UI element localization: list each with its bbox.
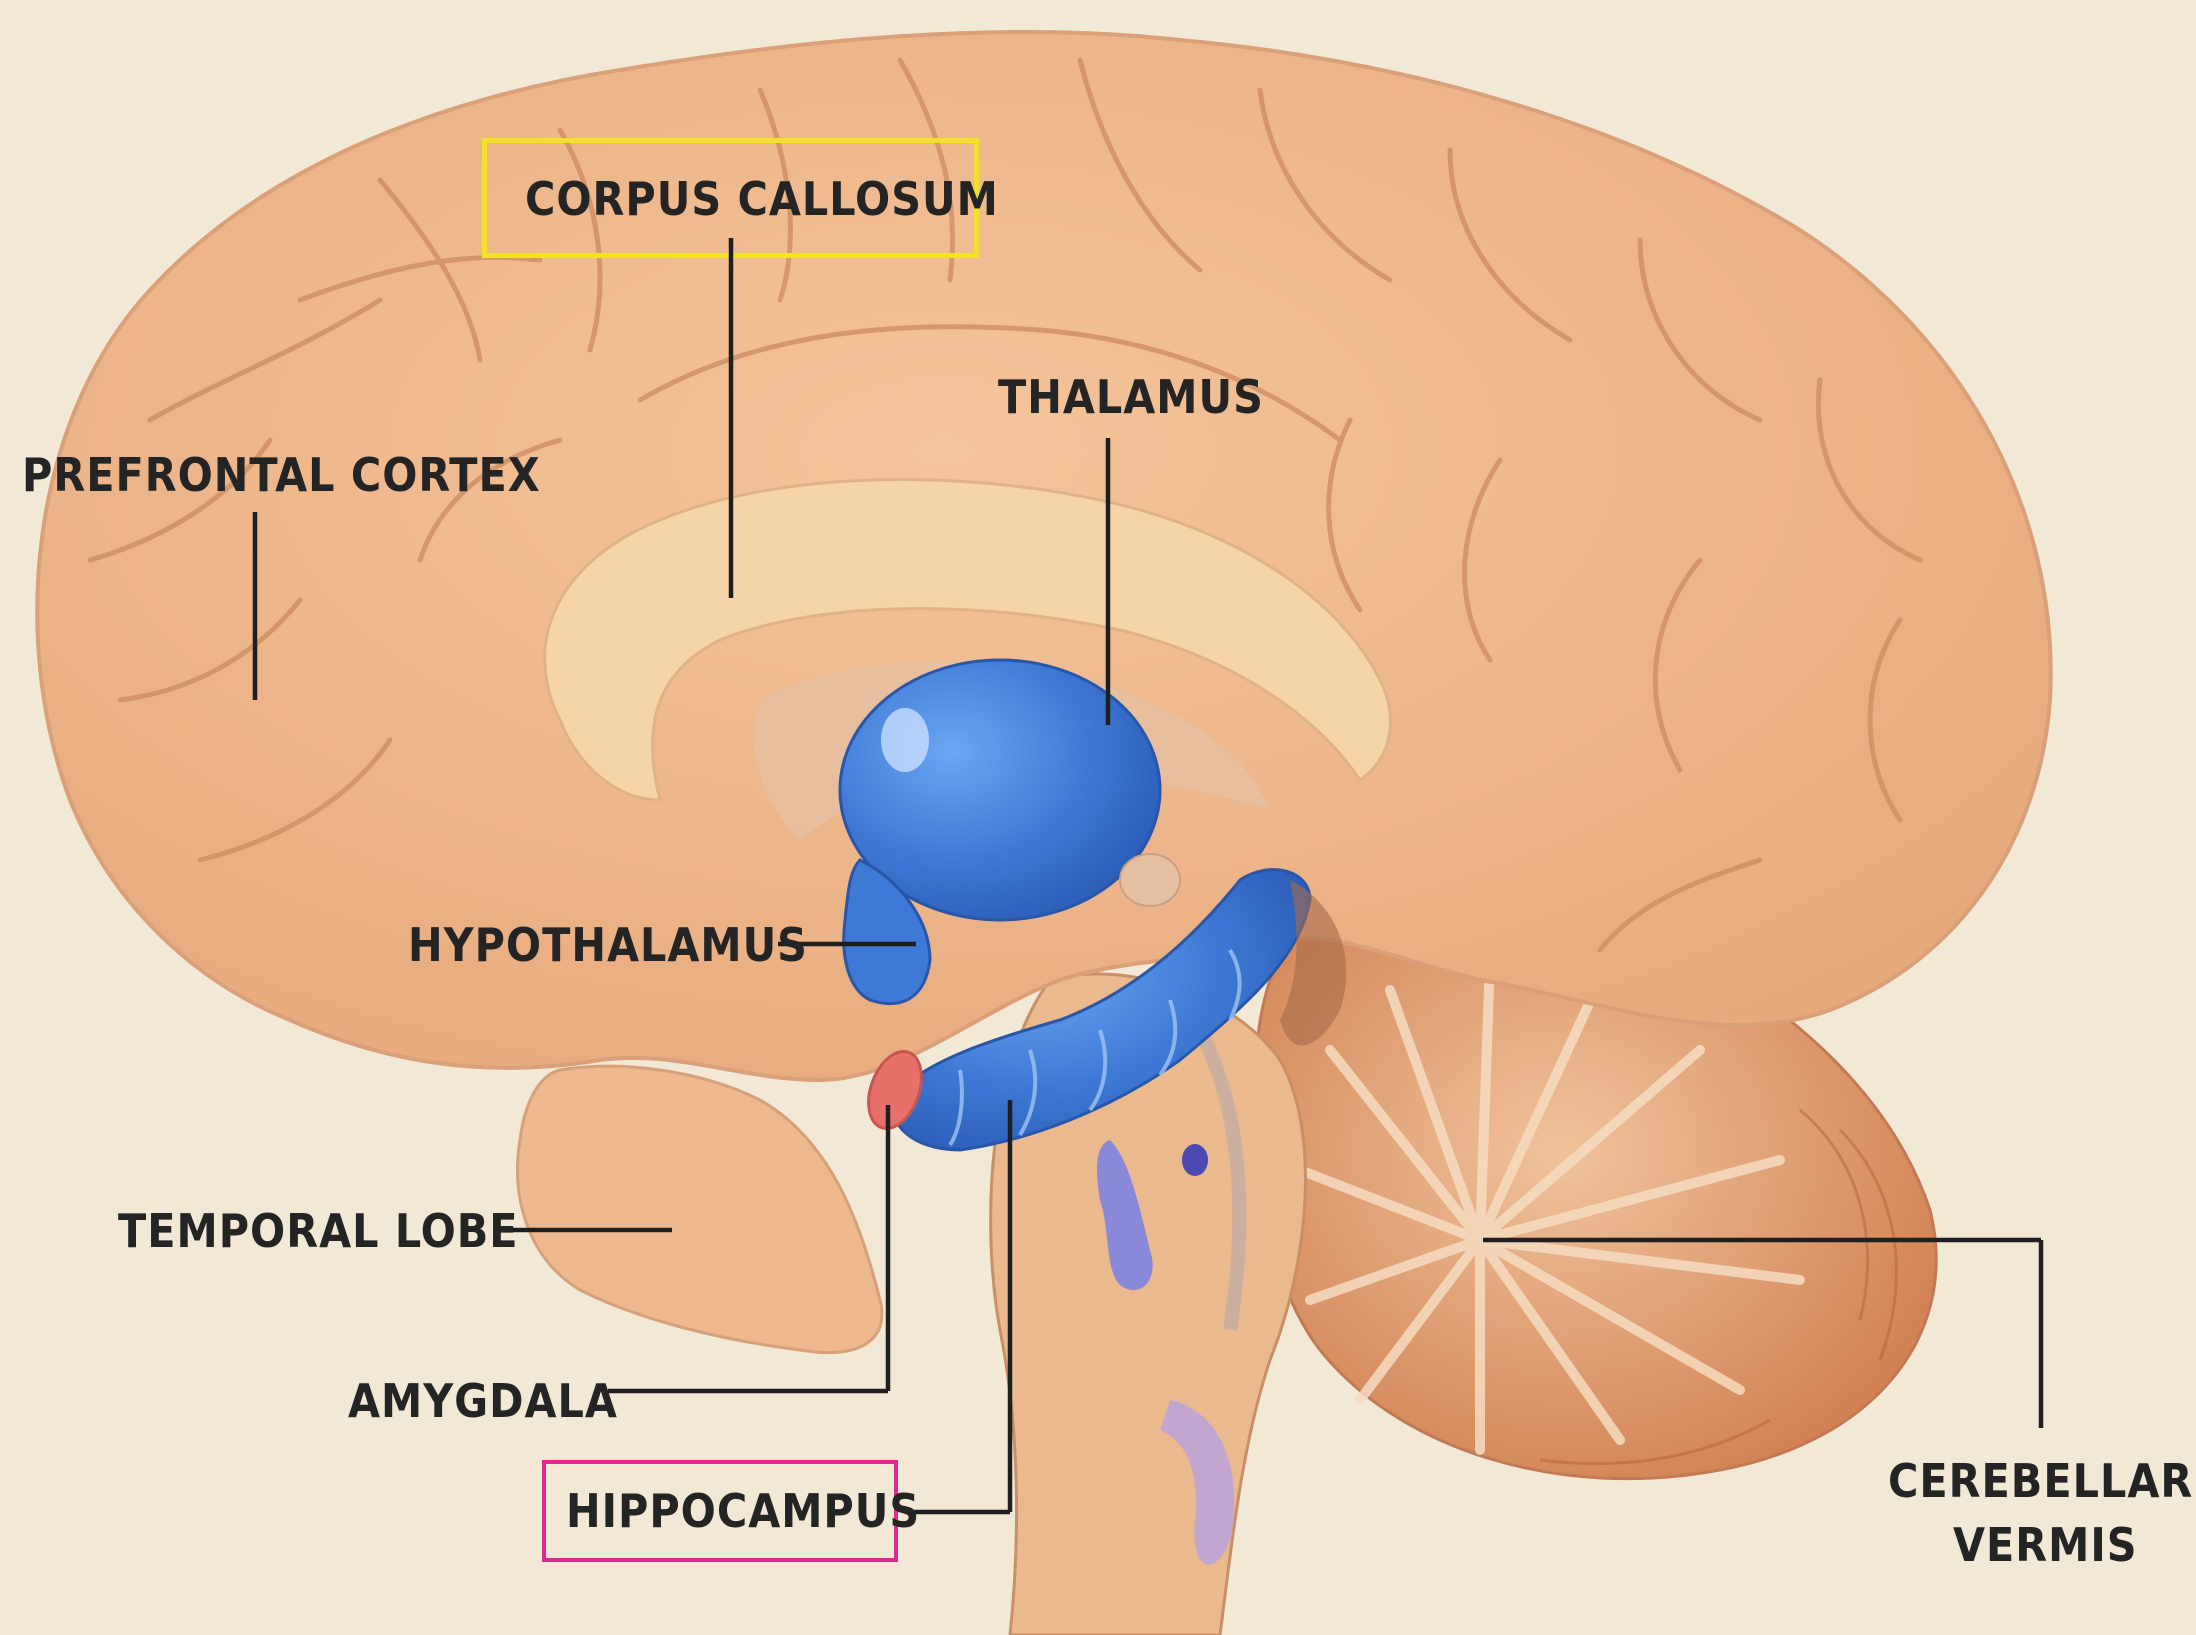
thalamus-label: THALAMUS bbox=[998, 374, 1264, 420]
prefrontal-cortex-label: PREFRONTAL CORTEX bbox=[22, 452, 541, 498]
cerebellar-vermis-label-line1: CEREBELLAR bbox=[1888, 1458, 2193, 1504]
amygdala-label: AMYGDALA bbox=[348, 1378, 618, 1424]
hippocampus-label: HIPPOCAMPUS bbox=[566, 1488, 920, 1534]
hypothalamus-label: HYPOTHALAMUS bbox=[408, 922, 808, 968]
temporal-lobe-label: TEMPORAL LOBE bbox=[118, 1208, 519, 1254]
corpus-callosum-label: CORPUS CALLOSUM bbox=[525, 176, 999, 222]
cerebellar-vermis-label-line2: VERMIS bbox=[1953, 1522, 2138, 1568]
